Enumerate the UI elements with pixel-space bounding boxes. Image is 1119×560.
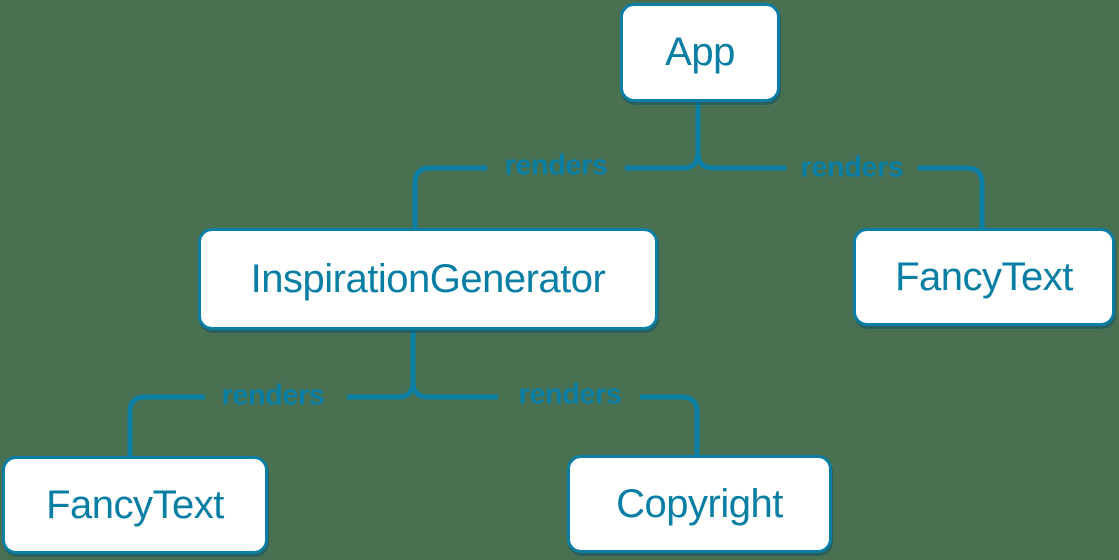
node-app-label: App (665, 30, 735, 74)
edge-inspiration-fork-right (410, 330, 498, 400)
node-fancy-text-top-label: FancyText (895, 254, 1073, 299)
edge-label-inspiration-copyright: renders (518, 378, 622, 411)
node-fancy-text-bottom: FancyText (2, 456, 268, 554)
edge-app-to-inspiration-generator (412, 165, 487, 228)
edge-app-fork-left (625, 102, 701, 171)
edge-inspiration-fork-left (347, 330, 416, 400)
edge-label-inspiration-fancy-text: renders (221, 379, 325, 412)
edge-group (127, 102, 985, 456)
edge-inspiration-to-copyright (640, 394, 700, 455)
node-app: App (620, 3, 780, 102)
edge-app-fork-right (695, 102, 786, 171)
node-fancy-text-bottom-label: FancyText (46, 482, 224, 527)
node-copyright-label: Copyright (616, 481, 783, 526)
edge-app-to-fancy-text-top (918, 165, 985, 228)
node-inspiration-generator-label: InspirationGenerator (250, 256, 606, 301)
edge-label-app-inspiration: renders (504, 149, 608, 182)
edge-inspiration-to-fancy-text-bottom (127, 394, 205, 456)
node-inspiration-generator: InspirationGenerator (198, 228, 658, 330)
edge-label-app-fancy-text: renders (800, 151, 904, 184)
node-fancy-text-top: FancyText (853, 228, 1115, 326)
node-copyright: Copyright (567, 455, 832, 553)
